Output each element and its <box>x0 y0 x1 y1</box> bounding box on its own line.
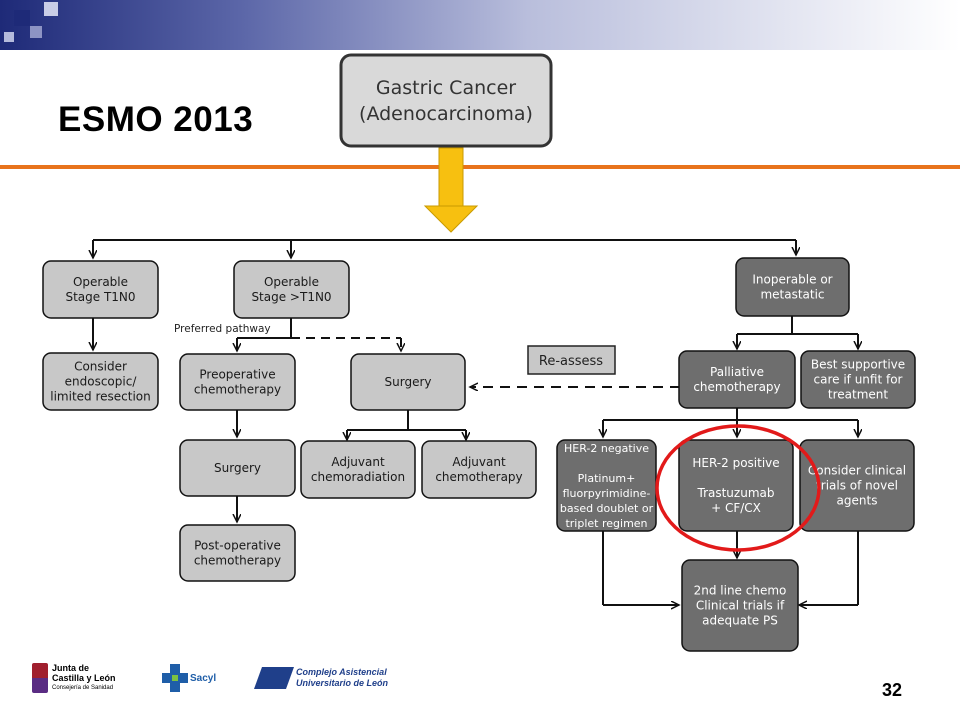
node-text: Inoperable or <box>752 273 832 287</box>
page-number: 32 <box>881 680 902 700</box>
node-text: Preoperative <box>199 368 275 382</box>
node-text: adequate PS <box>702 614 778 628</box>
junta-crest-icon <box>32 663 48 693</box>
slide-title: ESMO 2013 <box>58 100 254 139</box>
junta-line-3: Consejería de Sanidad <box>52 685 114 691</box>
node-text: Consider <box>74 360 127 374</box>
node-box <box>42 352 159 411</box>
node-text: care if unfit for <box>814 373 903 387</box>
logo-sacyl: Sacyl <box>162 660 216 696</box>
top-gradient-bar <box>0 0 960 50</box>
node-surgery-mid: Surgery <box>350 353 466 411</box>
logo-junta: Junta de Castilla y León Consejería de S… <box>32 660 116 696</box>
node-text: chemotherapy <box>693 380 780 394</box>
node-text: chemotherapy <box>194 383 281 397</box>
node-text: HER-2 negative <box>564 442 649 455</box>
decor-square-4 <box>4 32 14 42</box>
node-box <box>179 353 296 411</box>
node-box <box>350 353 466 411</box>
sacyl-cross-icon <box>162 664 188 692</box>
node-surgery-left: Surgery <box>179 439 296 497</box>
node-text: Post-operative <box>194 539 281 553</box>
node-text: treatment <box>828 388 888 402</box>
node-text: agents <box>837 494 878 508</box>
node-text: chemotherapy <box>194 554 281 568</box>
node-box <box>735 257 850 317</box>
complejo-mark-icon <box>253 667 295 689</box>
node-text: Operable <box>264 275 319 289</box>
root-node: Gastric Cancer (Adenocarcinoma) <box>339 53 553 148</box>
node-text: chemoradiation <box>311 470 405 484</box>
node-text: Operable <box>73 275 128 289</box>
node-box <box>678 439 794 532</box>
node-text: endoscopic/ <box>65 375 138 389</box>
node-box <box>42 260 159 319</box>
node-text: limited resection <box>50 390 150 404</box>
node-box <box>800 350 916 409</box>
node-box <box>421 440 537 499</box>
node-box <box>681 559 799 652</box>
complejo-line-1: Complejo Asistencial <box>296 667 387 677</box>
node-text: trials of novel <box>816 479 898 493</box>
node-text: Consider clinical <box>808 464 906 478</box>
junta-line-1: Junta de <box>52 663 90 673</box>
node-text: Trastuzumab <box>697 486 775 500</box>
node-text: Stage >T1N0 <box>251 290 331 304</box>
node-box <box>179 439 296 497</box>
decor-square-1 <box>14 10 30 26</box>
yellow-down-arrow <box>423 147 479 233</box>
node-text: based doublet or <box>560 502 654 515</box>
root-line-1: Gastric Cancer <box>376 77 516 99</box>
node-text: Stage T1N0 <box>65 290 135 304</box>
node-text: 2nd line chemo <box>694 584 787 598</box>
node-box <box>179 524 296 582</box>
node-text: Clinical trials if <box>696 599 785 613</box>
decor-square-3 <box>44 2 58 16</box>
node-text: + CF/CX <box>711 501 761 515</box>
node-text: Surgery <box>214 461 261 475</box>
node-text: Adjuvant <box>452 455 506 469</box>
root-line-2: (Adenocarcinoma) <box>359 103 533 125</box>
node-text: chemotherapy <box>435 470 522 484</box>
node-box <box>233 260 350 319</box>
logo-complejo: Complejo Asistencial Universitario de Le… <box>253 660 389 696</box>
node-text: Adjuvant <box>331 455 385 469</box>
reassess-box: Re-assess <box>527 345 616 375</box>
node-text: Platinum+ <box>578 472 636 485</box>
node-text: triplet regimen <box>565 517 647 530</box>
decor-square-2 <box>30 26 42 38</box>
node-text: Surgery <box>385 375 432 389</box>
orange-divider <box>0 165 960 169</box>
junta-line-2: Castilla y León <box>52 673 116 683</box>
node-text: fluorpyrimidine- <box>563 487 651 500</box>
node-text: Best supportive <box>811 358 905 372</box>
sacyl-text: Sacyl <box>190 672 217 684</box>
node-text: Palliative <box>710 365 764 379</box>
node-text: metastatic <box>760 288 824 302</box>
node-box <box>300 440 416 499</box>
reassess-label: Re-assess <box>539 354 603 369</box>
her2-positive-highlight-circle <box>655 424 821 552</box>
node-text: HER-2 positive <box>692 456 779 470</box>
preferred-pathway-label: Preferred pathway <box>174 323 271 335</box>
connectors <box>93 239 858 605</box>
complejo-line-2: Universitario de León <box>296 678 389 688</box>
node-box <box>799 439 915 532</box>
node-box <box>678 350 796 409</box>
